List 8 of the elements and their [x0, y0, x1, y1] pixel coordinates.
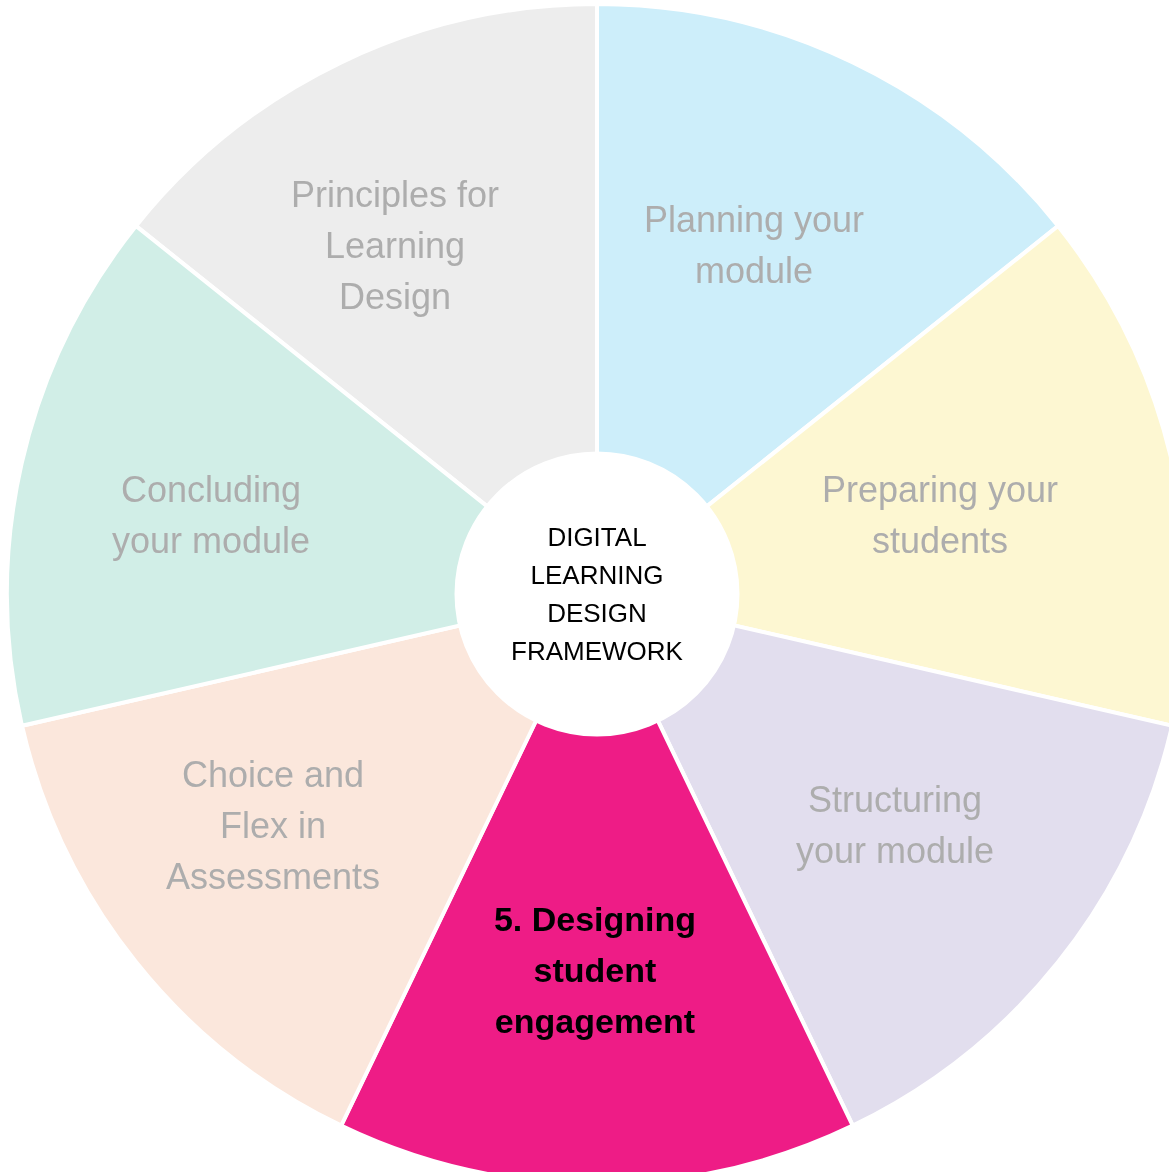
segment-label: Principles for Learning Design [289, 172, 500, 319]
segment-label: Planning your module [642, 198, 866, 293]
segment-label: 5. Designing student engagement [492, 898, 698, 1042]
segment-label: Concluding your module [110, 468, 312, 563]
segment-label: Preparing your students [820, 468, 1060, 563]
center-title: DIGITAL LEARNING DESIGN FRAMEWORK [510, 521, 684, 668]
segment-label: Choice and Flex in Assessments [164, 752, 381, 899]
segment-label: Structuring your module [794, 778, 996, 873]
